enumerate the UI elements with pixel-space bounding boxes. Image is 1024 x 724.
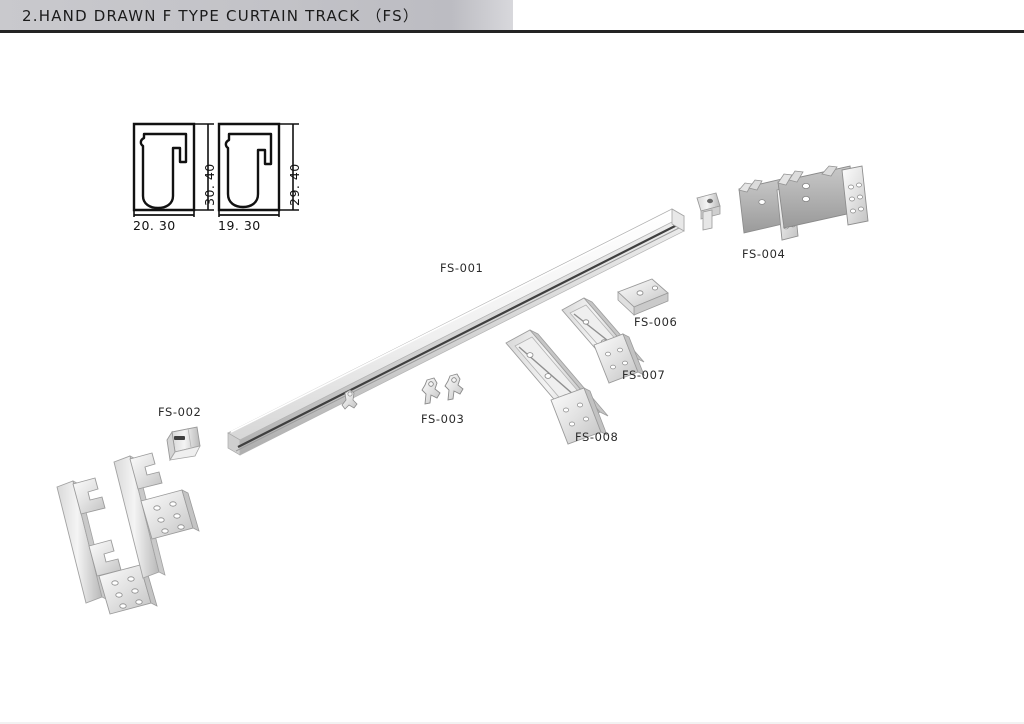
part-fs-001-rail bbox=[227, 208, 685, 456]
label-fs-004: FS-004 bbox=[742, 247, 786, 261]
profile-left: 20. 30 30. 40 bbox=[130, 118, 222, 233]
part-cluster-fs-004 bbox=[696, 165, 869, 241]
part-fs-002-endcap bbox=[166, 426, 201, 462]
label-fs-003: FS-003 bbox=[421, 412, 465, 426]
part-fs-003-hooks bbox=[421, 373, 464, 405]
label-fs-007: FS-007 bbox=[622, 368, 666, 382]
profile-right-drawing bbox=[217, 122, 299, 217]
fs-004-bracket-large bbox=[777, 165, 869, 229]
part-fs-008-bracket bbox=[505, 329, 609, 445]
hook-right bbox=[444, 373, 464, 401]
label-fs-006: FS-006 bbox=[634, 315, 678, 329]
profile-left-drawing bbox=[132, 122, 214, 217]
profile-right-width-dimension: 19. 30 bbox=[218, 218, 261, 233]
profile-left-width-dimension: 20. 30 bbox=[133, 218, 176, 233]
page-title: 2.HAND DRAWN F TYPE CURTAIN TRACK （FS） bbox=[22, 7, 420, 25]
hook-left bbox=[421, 377, 441, 405]
fs-004-clip bbox=[696, 192, 721, 231]
header-divider bbox=[0, 30, 1024, 33]
wall-bracket-b bbox=[113, 452, 200, 579]
label-fs-001: FS-001 bbox=[440, 261, 484, 275]
part-cluster-wall-brackets-left bbox=[56, 452, 200, 615]
label-fs-002: FS-002 bbox=[158, 405, 202, 419]
label-fs-008: FS-008 bbox=[575, 430, 619, 444]
rail-runner-detail bbox=[341, 389, 358, 410]
part-fs-006-bracket bbox=[617, 278, 669, 316]
wall-bracket-a bbox=[56, 477, 158, 615]
header-bar bbox=[0, 0, 513, 30]
profile-right: 19. 30 29. 40 bbox=[215, 118, 307, 233]
footer-divider bbox=[0, 722, 1024, 724]
part-fs-007-bracket bbox=[561, 297, 645, 384]
